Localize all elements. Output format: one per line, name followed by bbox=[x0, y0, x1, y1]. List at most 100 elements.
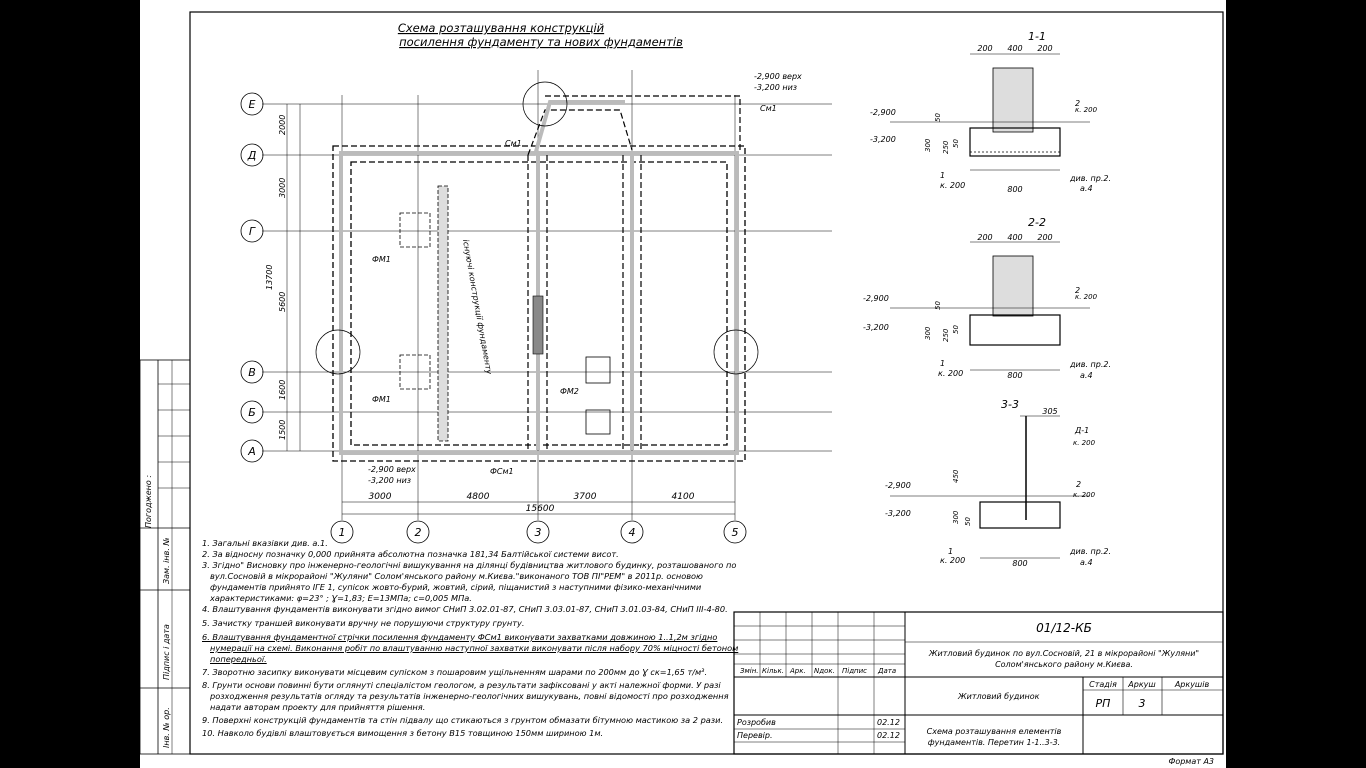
svg-text:к. 200: к. 200 bbox=[1075, 106, 1098, 114]
svg-text:-3,200: -3,200 bbox=[870, 135, 896, 144]
note-line: 4. Влаштування фундаментів виконувати зг… bbox=[202, 604, 728, 614]
svg-text:200: 200 bbox=[1037, 233, 1052, 242]
axis-V: В bbox=[248, 366, 256, 379]
svg-text:2-2: 2-2 bbox=[1028, 216, 1046, 229]
note-line: надати авторам проекту для прийняття ріш… bbox=[210, 702, 426, 712]
svg-text:50: 50 bbox=[952, 325, 960, 334]
note-line: фундаментів прийнято ІГЕ 1, супісок жовт… bbox=[210, 582, 702, 592]
section-3-3: 3-3 305 -2,900 -3,200 450 300 50 800 1 к… bbox=[885, 398, 1111, 568]
stamp-sheets-label: Аркушів bbox=[1174, 680, 1210, 689]
section-1-1: 1-1 200 400 200 -2,900 -3,200 300 50 250… bbox=[870, 30, 1111, 194]
stamp-object: Житловий будинок по вул.Сосновій, 21 в м… bbox=[928, 649, 1199, 658]
axis-G: Г bbox=[249, 225, 256, 238]
section-2-2: 2-2 200 400 200 -2,900 -3,200 300 50 250… bbox=[863, 216, 1111, 380]
level-bot-1: -2,900 верх bbox=[368, 465, 416, 474]
svg-text:2: 2 bbox=[1075, 286, 1080, 295]
stamp-object2: Солом'янського району м.Києва. bbox=[995, 660, 1133, 669]
note-line: 10. Навколо будівлі влаштовується вимоще… bbox=[202, 728, 604, 738]
side-stamp-frame bbox=[140, 359, 191, 755]
title-block bbox=[733, 611, 1224, 755]
mark-fsm1: ФСм1 bbox=[490, 467, 514, 476]
stamp-col-sign: Підпис bbox=[842, 667, 867, 675]
svg-text:800: 800 bbox=[1012, 559, 1027, 568]
svg-text:к. 200: к. 200 bbox=[938, 369, 963, 378]
svg-text:50: 50 bbox=[934, 113, 942, 122]
side-label-sign: Підпис і дата bbox=[162, 624, 171, 680]
svg-text:50: 50 bbox=[964, 517, 972, 526]
stamp-col-sheet: Арк. bbox=[789, 667, 806, 675]
svg-text:300: 300 bbox=[952, 510, 960, 524]
level-top-1: -2,900 верх bbox=[754, 72, 802, 81]
svg-text:к. 200: к. 200 bbox=[940, 556, 965, 565]
svg-text:800: 800 bbox=[1007, 371, 1022, 380]
stamp-building: Житловий будинок bbox=[957, 692, 1040, 701]
svg-text:к. 200: к. 200 bbox=[1075, 293, 1098, 301]
svg-text:Д-1: Д-1 bbox=[1074, 426, 1089, 435]
svg-text:див. пр.2.: див. пр.2. bbox=[1069, 360, 1111, 369]
note-line: розходження результатів огляду та резуль… bbox=[210, 691, 729, 701]
axis-4: 4 bbox=[629, 526, 636, 539]
svg-text:-2,900: -2,900 bbox=[885, 481, 911, 490]
side-label-inv: Інв. № ор. bbox=[162, 707, 171, 748]
stamp-sheet-label: Аркуш bbox=[1127, 680, 1156, 689]
svg-text:50: 50 bbox=[952, 139, 960, 148]
stamp-checked: Перевір. bbox=[737, 731, 773, 740]
axis-5: 5 bbox=[732, 526, 739, 539]
svg-text:1: 1 bbox=[948, 547, 953, 556]
axis-D: Д bbox=[247, 149, 257, 162]
svg-text:450: 450 bbox=[952, 469, 960, 483]
side-label-approved: Погоджено : bbox=[144, 475, 153, 528]
svg-text:400: 400 bbox=[1007, 233, 1022, 242]
axis-bubbles-letters: Е Д Г В Б А bbox=[240, 92, 264, 463]
existing-foundation-label: існуючі конструкції фундаменту bbox=[461, 239, 494, 375]
note-line: нумерації на схемі. Виконання робіт по в… bbox=[210, 643, 739, 653]
note-line: попередньої. bbox=[210, 654, 267, 664]
mark-sm1-a: См1 bbox=[505, 139, 522, 148]
axis-1: 1 bbox=[339, 526, 346, 539]
svg-text:1: 1 bbox=[940, 171, 945, 180]
mark-fm2: ФМ2 bbox=[560, 387, 579, 396]
axis-A: А bbox=[247, 445, 256, 458]
dim-left-v-b: 1600 bbox=[278, 380, 287, 400]
side-label-zam: Зам. інв. № bbox=[162, 537, 171, 584]
svg-text:2: 2 bbox=[1075, 99, 1080, 108]
stamp-sheet-title: Схема розташування елементів bbox=[927, 727, 1062, 736]
stamp-date1: 02.12 bbox=[877, 718, 900, 727]
dim-2-3: 4800 bbox=[467, 492, 490, 502]
svg-text:300: 300 bbox=[924, 138, 932, 152]
dim-left-d-g: 3000 bbox=[278, 178, 287, 198]
stamp-col-date: Дата bbox=[877, 667, 896, 675]
svg-text:к. 200: к. 200 bbox=[1073, 491, 1096, 499]
note-line: 9. Поверхні конструкцій фундаментів та с… bbox=[202, 715, 724, 725]
svg-text:1: 1 bbox=[940, 359, 945, 368]
mark-fm1-b: ФМ1 bbox=[372, 395, 391, 404]
svg-text:2: 2 bbox=[1076, 480, 1081, 489]
svg-text:к. 200: к. 200 bbox=[1073, 439, 1096, 447]
svg-text:див. пр.2.: див. пр.2. bbox=[1069, 547, 1111, 556]
svg-text:250: 250 bbox=[942, 140, 950, 154]
svg-text:див. пр.2.: див. пр.2. bbox=[1069, 174, 1111, 183]
axis-bubbles-numbers: 1 2 3 4 5 bbox=[330, 520, 747, 544]
foundation-plan bbox=[315, 81, 759, 462]
note-line: вул.Сосновій в мікрорайоні "Жуляни" Соло… bbox=[210, 571, 703, 581]
stamp-sheet: 3 bbox=[1139, 697, 1146, 710]
svg-text:200: 200 bbox=[1037, 44, 1052, 53]
note-line: 6. Влаштування фундаментної стрічки поси… bbox=[202, 632, 718, 642]
svg-text:200: 200 bbox=[977, 233, 992, 242]
note-line: 1. Загальні вказівки див. а.1. bbox=[202, 538, 328, 548]
dim-3-4: 3700 bbox=[574, 492, 597, 502]
svg-text:а.4: а.4 bbox=[1080, 558, 1093, 567]
svg-text:а.4: а.4 bbox=[1080, 371, 1093, 380]
drawing-title-line2: посилення фундаменту та нових фундаменті… bbox=[399, 35, 683, 49]
stamp-stage-label: Стадія bbox=[1089, 680, 1117, 689]
svg-text:200: 200 bbox=[977, 44, 992, 53]
dim-left-total: 13700 bbox=[265, 265, 274, 290]
stamp-sheet-title2: фундаментів. Перетин 1-1..3-3. bbox=[928, 738, 1060, 747]
dim-total: 15600 bbox=[526, 504, 555, 514]
mark-fm1-a: ФМ1 bbox=[372, 255, 391, 264]
note-line: 7. Зворотню засипку виконувати місцевим … bbox=[202, 667, 708, 677]
axis-3: 3 bbox=[535, 526, 542, 539]
axis-E: Е bbox=[249, 98, 256, 111]
stamp-code: 01/12-КБ bbox=[1036, 621, 1092, 635]
svg-text:-2,900: -2,900 bbox=[863, 294, 889, 303]
